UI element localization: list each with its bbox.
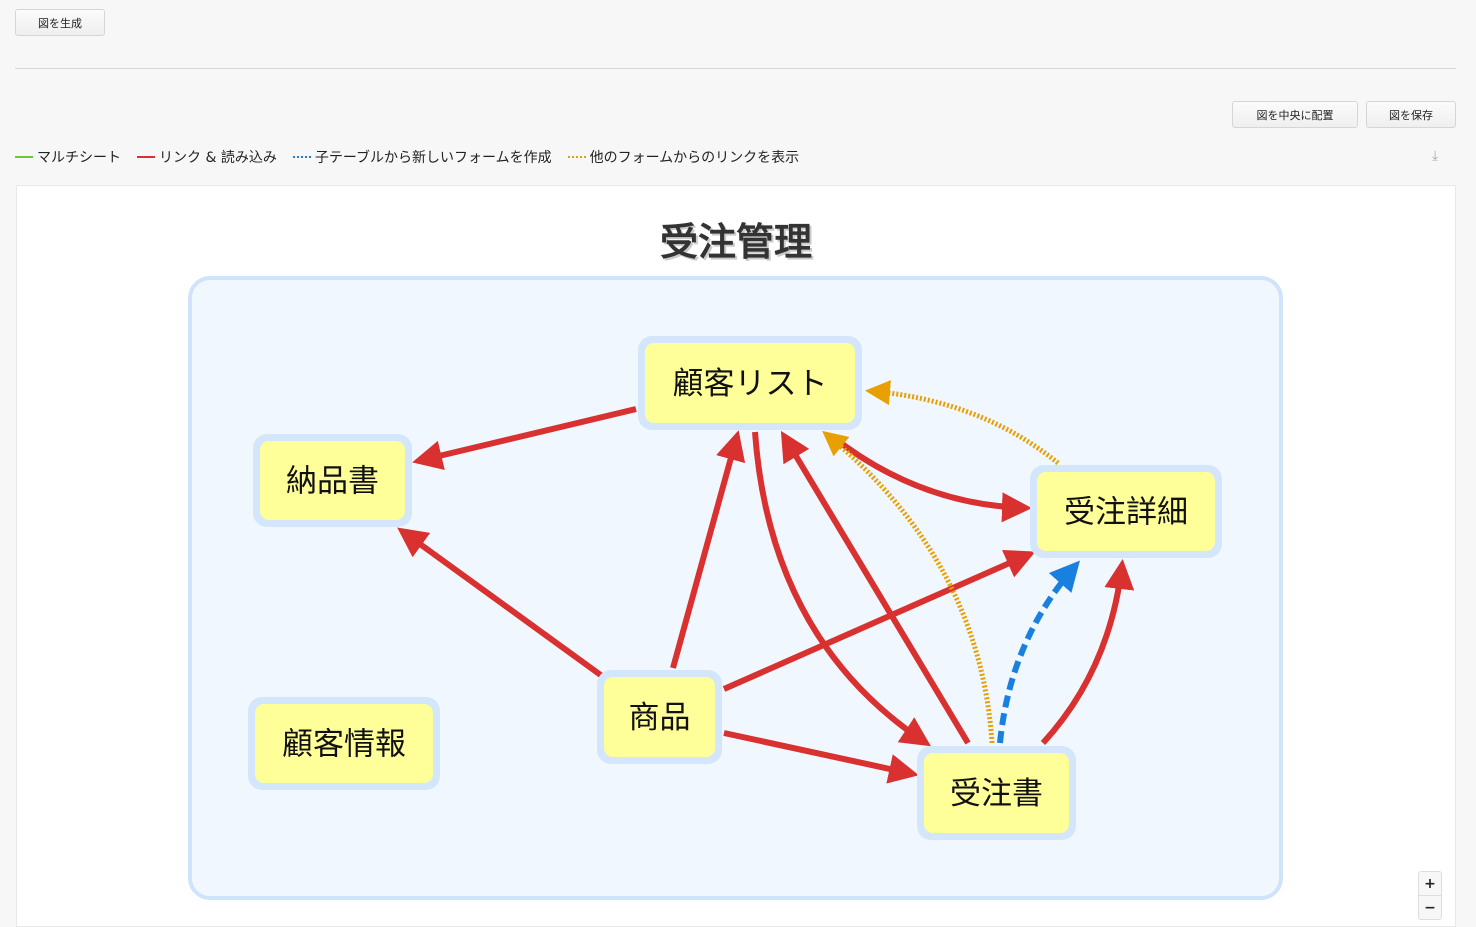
edge-order-to-customer_list — [822, 430, 995, 744]
legend-swatch — [15, 156, 33, 158]
node-body — [645, 343, 855, 423]
legend: マルチシート リンク & 読み込み 子テーブルから新しいフォームを作成 他のフォ… — [15, 147, 799, 167]
zoom-out-button[interactable]: − — [1419, 895, 1441, 919]
center-diagram-button[interactable]: 図を中央に配置 — [1232, 101, 1358, 128]
legend-swatch — [567, 156, 586, 158]
node-label: 顧客リスト — [673, 366, 828, 402]
edge-product-to-order — [723, 730, 919, 784]
legend-label: マルチシート — [37, 150, 121, 166]
save-diagram-button[interactable]: 図を保存 — [1366, 101, 1456, 128]
node-product[interactable]: 商品 — [597, 670, 722, 764]
node-order[interactable]: 受注書 — [917, 746, 1076, 840]
node-customer_list[interactable]: 顧客リスト — [638, 336, 862, 430]
legend-backlink: 他のフォームからのリンクを表示 — [567, 147, 800, 167]
legend-swatch — [292, 156, 311, 158]
node-body — [604, 677, 715, 757]
node-customer_info[interactable]: 顧客情報 — [248, 697, 440, 790]
node-delivery[interactable]: 納品書 — [253, 434, 412, 527]
edge-order-to-order_detail — [1040, 559, 1135, 746]
edge-product-to-customer_list — [670, 430, 746, 669]
legend-label: 子テーブルから新しいフォームを作成 — [314, 150, 552, 166]
legend-label: 他のフォームからのリンクを表示 — [589, 150, 800, 166]
edge-customer_list-to-delivery — [412, 406, 637, 471]
node-label: 受注詳細 — [1064, 495, 1188, 531]
node-body — [924, 753, 1069, 833]
node-label: 商品 — [629, 700, 691, 736]
divider — [15, 68, 1456, 69]
node-label: 顧客情報 — [282, 727, 406, 763]
node-body — [255, 704, 433, 783]
edge-product-to-order_detail — [722, 549, 1036, 692]
edge-customer_list-to-order_detail — [831, 434, 1032, 523]
edge-order_detail-to-customer_list — [865, 380, 1060, 465]
edge-product-to-delivery — [397, 527, 604, 679]
node-body — [260, 441, 405, 520]
legend-label: リンク & 読み込み — [159, 150, 277, 166]
node-body — [1037, 472, 1215, 551]
legend-child: 子テーブルから新しいフォームを作成 — [292, 147, 552, 167]
zoom-controls: + − — [1418, 871, 1442, 920]
legend-link: リンク & 読み込み — [137, 147, 277, 167]
edge-order-to-order_detail — [997, 560, 1080, 744]
generate-diagram-button[interactable]: 図を生成 — [15, 9, 105, 36]
edge-order-to-customer_list — [780, 430, 971, 745]
group-box — [188, 276, 1283, 900]
node-order_detail[interactable]: 受注詳細 — [1030, 465, 1222, 558]
legend-swatch — [137, 156, 155, 158]
download-icon[interactable]: ⤓ — [1432, 148, 1439, 164]
node-label: 受注書 — [950, 776, 1043, 812]
legend-multisheet: マルチシート — [15, 147, 121, 167]
edge-customer_list-to-order — [752, 431, 932, 747]
node-label: 納品書 — [286, 464, 379, 500]
diagram-title: 受注管理 — [660, 220, 812, 264]
zoom-in-button[interactable]: + — [1424, 875, 1436, 892]
